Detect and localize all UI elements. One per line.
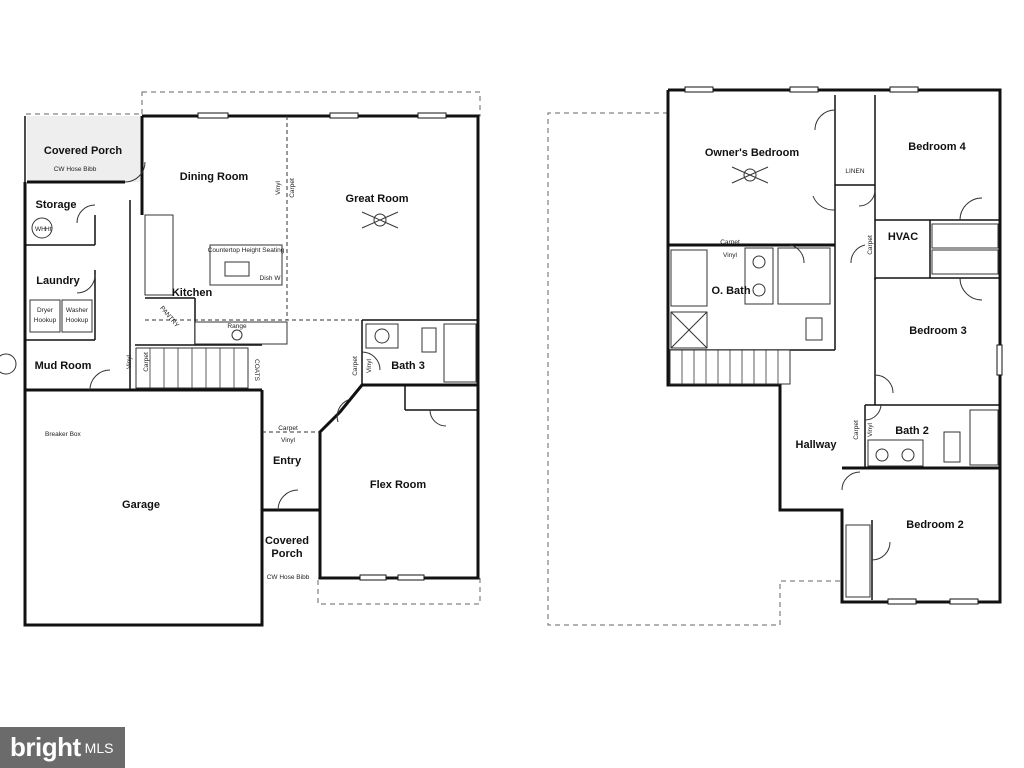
bath2-toilet <box>943 431 961 463</box>
label-pantry: PANTRY <box>158 305 180 330</box>
label-vinyl-mud: Vinyl <box>126 354 133 369</box>
windows-second-floor <box>684 86 1003 605</box>
doors-second-floor <box>789 109 983 561</box>
label-carpet-mud: Carpet <box>143 352 150 372</box>
obath-closet <box>777 247 831 305</box>
room-covered-porch-front-line2: Porch <box>271 548 302 560</box>
label-carpet-dining: Carpet <box>289 178 296 198</box>
room-hallway: Hallway <box>796 439 838 451</box>
room-dining-room: Dining Room <box>180 171 249 183</box>
label-vinyl-obath: Vinyl <box>723 252 738 259</box>
exterior-ac-unit <box>0 353 17 375</box>
obath-toilet <box>805 317 823 341</box>
room-flex-room: Flex Room <box>370 479 426 491</box>
stair-treads-first <box>149 348 235 388</box>
label-carpet-bath3: Carpet <box>352 356 359 376</box>
label-carpet-obath: Carpet <box>720 239 740 246</box>
bath3-tub <box>443 323 477 383</box>
label-vinyl-bath2: Vinyl <box>867 422 874 437</box>
room-bedroom-2: Bedroom 2 <box>906 519 963 531</box>
obath-sink-1 <box>752 255 766 269</box>
label-vinyl-bath3: Vinyl <box>366 358 373 373</box>
room-covered-porch-front-line1: Covered <box>265 535 309 547</box>
stair-treads-second <box>681 350 779 384</box>
room-bath-2: Bath 2 <box>895 425 929 437</box>
label-vinyl-dining: Vinyl <box>275 180 282 195</box>
windows-first-floor <box>197 112 447 581</box>
label-washer: Washer <box>66 307 89 314</box>
label-carpet-entry: Carpet <box>278 425 298 432</box>
label-washer-hookup: Hookup <box>66 317 89 324</box>
room-laundry: Laundry <box>36 275 80 287</box>
room-mud-room: Mud Room <box>35 360 92 372</box>
obath-tub <box>670 249 708 307</box>
label-range: Range <box>227 323 247 330</box>
label-carpet-hvac: Carpet <box>867 235 874 255</box>
room-bedroom-3: Bedroom 3 <box>909 325 966 337</box>
room-kitchen: Kitchen <box>172 287 213 299</box>
shower-x2 <box>670 311 708 349</box>
second-floor-plan: Owner's Bedroom LINEN Bedroom 4 HVAC Car… <box>547 86 1003 626</box>
bath2-sink-2 <box>901 448 915 462</box>
room-covered-porch-rear: Covered Porch <box>44 145 123 157</box>
rear-porch-floor <box>27 116 140 182</box>
room-storage: Storage <box>36 199 77 211</box>
label-carpet-bath2: Carpet <box>853 420 860 440</box>
water-heater <box>31 217 53 239</box>
label-coats: COATS <box>253 359 260 382</box>
label-breaker-box: Breaker Box <box>45 431 82 438</box>
mls-watermark: bright MLS <box>0 727 125 768</box>
label-countertop-seating: Countertop Height Seating <box>208 247 285 254</box>
watermark-suffix: MLS <box>84 739 114 756</box>
room-entry: Entry <box>273 455 302 467</box>
flex-room-wall <box>318 383 478 578</box>
bedroom2-closet <box>845 524 871 598</box>
first-floor-plan: Covered Porch CW Hose Bibb Dining Room G… <box>0 91 481 627</box>
roof-outline-top <box>141 91 481 117</box>
obath-sink-2 <box>752 283 766 297</box>
room-bedroom-4: Bedroom 4 <box>908 141 966 153</box>
bath3-sink <box>374 328 390 344</box>
fan-blades-owners <box>731 166 769 184</box>
watermark-brand: bright <box>10 732 81 762</box>
front-porch-roof-outline <box>317 577 481 605</box>
range-burner <box>231 329 243 341</box>
label-hose-bibb-front: CW Hose Bibb <box>267 574 310 581</box>
doors-first-floor <box>76 161 447 511</box>
dryer-box <box>61 299 93 333</box>
room-owners-bedroom: Owner's Bedroom <box>705 147 800 159</box>
bath2-tub <box>969 409 999 466</box>
label-hose-bibb-rear: CW Hose Bibb <box>54 166 97 173</box>
label-ht: Ht <box>45 226 52 233</box>
label-dryer-hookup: Hookup <box>34 317 57 324</box>
kitchen-sink <box>224 261 250 277</box>
label-wh: WH <box>35 226 46 233</box>
second-floor-exterior-wall <box>666 88 1002 604</box>
room-garage: Garage <box>122 499 160 511</box>
bath3-toilet <box>421 327 437 353</box>
kitchen-counter-left <box>144 214 174 296</box>
label-vinyl-entry: Vinyl <box>281 437 296 444</box>
fan-blades-great-room <box>361 211 399 229</box>
room-great-room: Great Room <box>346 193 409 205</box>
label-dryer: Dryer <box>37 307 54 314</box>
bedroom3-closet-shelf <box>931 249 999 275</box>
washer-box <box>29 299 61 333</box>
label-dish-w: Dish W <box>260 275 282 282</box>
room-hvac: HVAC <box>888 231 918 243</box>
lower-roof-outline <box>547 112 842 626</box>
room-o-bath: O. Bath <box>711 285 750 297</box>
bath2-sink-1 <box>875 448 889 462</box>
room-bath-3: Bath 3 <box>391 360 425 372</box>
hvac-closet-shelf <box>931 223 999 249</box>
exterior-wall <box>23 114 480 627</box>
label-linen: LINEN <box>845 168 864 175</box>
